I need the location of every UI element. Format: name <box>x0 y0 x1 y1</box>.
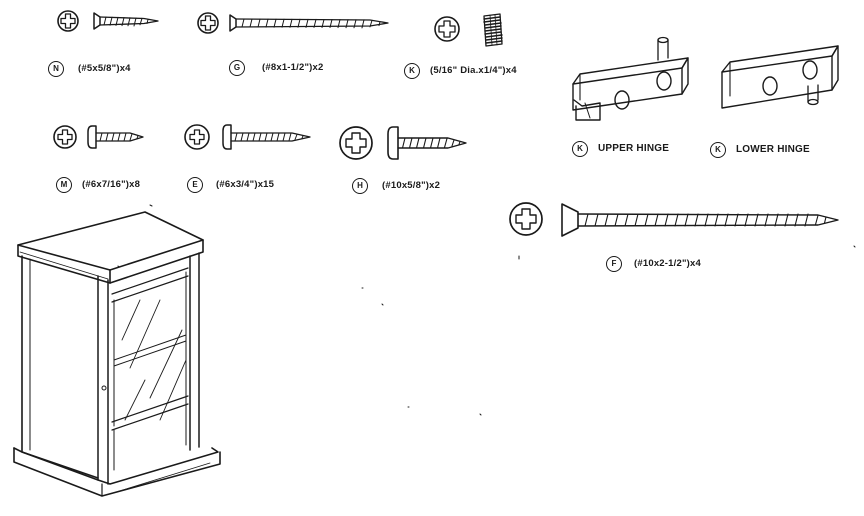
part-e-spec: (#6x3/4")x15 <box>216 179 275 190</box>
part-k-spec: (5/16" Dia.x1/4")x4 <box>430 65 517 76</box>
part-g-screw-icon <box>229 14 389 32</box>
part-m-screw-icon <box>87 125 144 149</box>
upper-hinge-icon <box>572 36 689 121</box>
part-n-head-icon <box>57 10 79 32</box>
part-h-letter: H <box>352 178 368 194</box>
part-m-head-icon <box>53 125 77 149</box>
upper-hinge-letter: K <box>572 141 588 157</box>
part-e-letter: E <box>187 177 203 193</box>
part-n-spec: (#5x5/8")x4 <box>78 63 131 74</box>
part-h-screw-icon <box>387 126 467 160</box>
part-n-letter: N <box>48 61 64 77</box>
part-f-screw-icon <box>561 203 839 237</box>
part-h-spec: (#10x5/8")x2 <box>382 180 441 191</box>
part-m-letter: M <box>56 177 72 193</box>
scan-specks <box>117 204 856 416</box>
lower-hinge-icon <box>721 45 839 109</box>
part-f-head-icon <box>509 202 543 236</box>
part-e-head-icon <box>184 124 210 150</box>
part-h-head-icon <box>339 126 373 160</box>
part-g-spec: (#8x1-1/2")x2 <box>262 62 324 73</box>
part-f-letter: F <box>606 256 622 272</box>
part-g-letter: G <box>229 60 245 76</box>
part-f-spec: (#10x2-1/2")x4 <box>634 258 701 269</box>
part-k-letter: K <box>404 63 420 79</box>
lower-hinge-label: LOWER HINGE <box>736 144 810 155</box>
part-m-spec: (#6x7/16")x8 <box>82 179 141 190</box>
part-e-screw-icon <box>222 124 311 150</box>
part-k-head-icon <box>434 16 460 42</box>
part-g-head-icon <box>197 12 219 34</box>
part-n-screw-icon <box>93 12 159 30</box>
part-k-insert-icon <box>483 13 503 47</box>
cabinet-illustration <box>13 211 221 497</box>
upper-hinge-label: UPPER HINGE <box>598 143 670 154</box>
lower-hinge-letter: K <box>710 142 726 158</box>
